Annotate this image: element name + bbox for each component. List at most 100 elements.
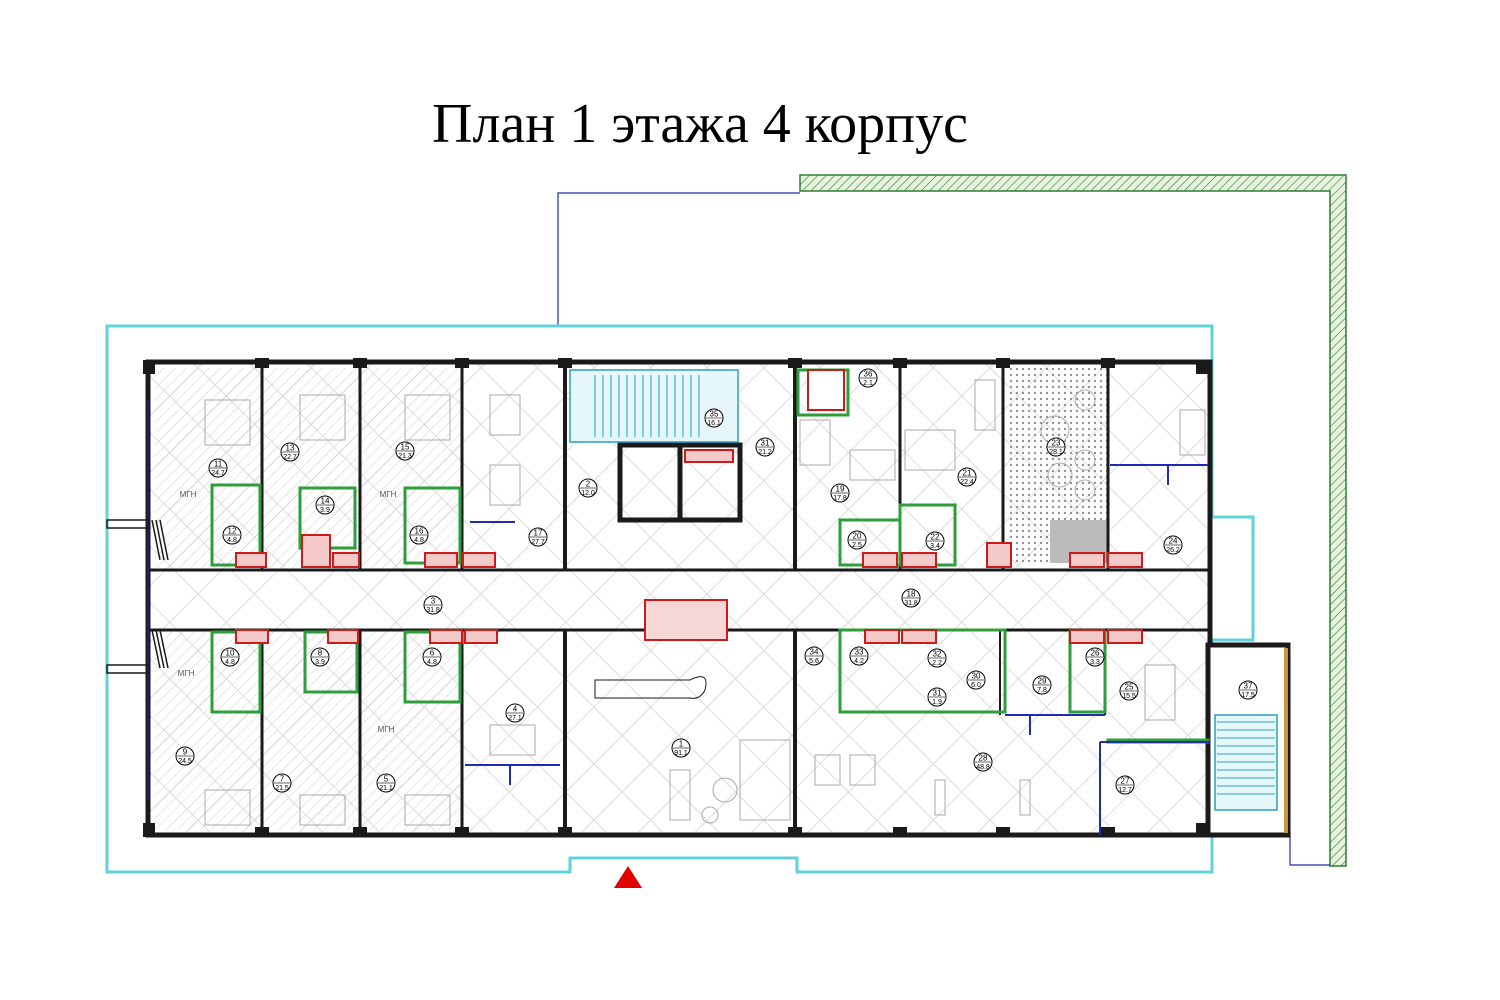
room-number: 30 [972, 672, 981, 681]
room-label: 331.8 [423, 595, 443, 615]
room-label: 521.1 [376, 773, 396, 793]
room-label: 143.9 [315, 495, 335, 515]
room-label: 721.5 [272, 773, 292, 793]
room-area: 21.2 [758, 449, 772, 456]
room-area: 2.5 [852, 542, 862, 549]
room-number: 25 [1125, 683, 1134, 692]
room-number: 31 [761, 439, 770, 448]
room-area: 24.7 [211, 470, 225, 477]
room-area: 21.3 [398, 453, 412, 460]
room-area: 1.9 [932, 699, 942, 706]
room-number: 16 [415, 527, 424, 536]
room-label: 202.5 [847, 530, 867, 550]
room-number: 35 [710, 410, 719, 419]
room-area: 16.1 [707, 420, 721, 427]
room-number: 33 [855, 648, 864, 657]
room-number: 10 [226, 649, 235, 658]
main-entrance-marker [614, 866, 642, 888]
room-area: 24.5 [178, 758, 192, 765]
room-area: 22.7 [283, 454, 297, 461]
room-label: 362.1 [858, 368, 878, 388]
room-number: 11 [214, 460, 223, 469]
room-area: 5.6 [809, 658, 819, 665]
room-area: 3.3 [1090, 659, 1100, 666]
room-number: 22 [931, 533, 940, 542]
red-fixtures [235, 369, 1143, 644]
room-area: 12.0 [581, 490, 595, 497]
site-boundary-wall [799, 174, 1347, 867]
room-number: 1 [679, 740, 684, 749]
room-area: 3.9 [320, 507, 330, 514]
mgn-labels: МГН МГН МГН МГН [178, 490, 397, 734]
room-area: 91.1 [674, 750, 688, 757]
mgn-label: МГН [180, 490, 197, 499]
room-number: 3 [431, 597, 436, 606]
room-number: 12 [228, 527, 237, 536]
room-number: 19 [836, 485, 845, 494]
room-label: 212.0 [578, 478, 598, 498]
room-area: 28.1 [1049, 449, 1063, 456]
room-area: 6.0 [971, 682, 981, 689]
room-label: 924.5 [175, 746, 195, 766]
room-area: 17.8 [833, 495, 847, 502]
room-label: 345.6 [804, 646, 824, 666]
room-number: 29 [1038, 677, 1047, 686]
room-label: 334.2 [849, 646, 869, 666]
room-area: 48.8 [976, 764, 990, 771]
room-label: 297.8 [1032, 675, 1052, 695]
room-area: 17.5 [1241, 692, 1255, 699]
mgn-label: МГН [378, 725, 395, 734]
room-number: 17 [534, 529, 543, 538]
room-number: 34 [810, 648, 819, 657]
room-number: 24 [1169, 537, 1178, 546]
radiators [106, 519, 169, 674]
room-area: 4.8 [427, 659, 437, 666]
room-number: 4 [513, 705, 518, 714]
room-area: 3.9 [315, 659, 325, 666]
room-area: 3.4 [930, 543, 940, 550]
room-label: 164.8 [409, 525, 429, 545]
room-label: 427.1 [505, 703, 525, 723]
room-label: 64.8 [422, 647, 442, 667]
room-label: 83.9 [310, 647, 330, 667]
room-number: 6 [430, 649, 435, 658]
room-area: 31.8 [426, 607, 440, 614]
room-label: 322.2 [927, 648, 947, 668]
room-label: 306.0 [966, 670, 986, 690]
room-area: 2.1 [863, 380, 873, 387]
room-area: 4.8 [227, 537, 237, 544]
room-number: 9 [183, 748, 188, 757]
room-area: 21.5 [275, 785, 289, 792]
room-label: 311.9 [927, 687, 947, 707]
room-area: 31.8 [904, 600, 918, 607]
room-number: 20 [853, 532, 862, 541]
room-label: 191.1 [671, 738, 691, 758]
room-area: 4.2 [854, 658, 864, 665]
mgn-label: МГН [178, 669, 195, 678]
room-area: 4.8 [225, 659, 235, 666]
room-number: 15 [401, 443, 410, 452]
room-area: 22.4 [960, 479, 974, 486]
room-number: 5 [384, 775, 389, 784]
room-area: 12.7 [1118, 787, 1132, 794]
room-number: 31 [933, 689, 942, 698]
blue-partitions [147, 400, 1210, 835]
room-area: 15.5 [1122, 693, 1136, 700]
side-staircase [1205, 642, 1291, 838]
room-number: 37 [1244, 682, 1253, 691]
room-number: 21 [963, 469, 972, 478]
room-number: 27 [1121, 777, 1130, 786]
room-area: 26.2 [1166, 547, 1180, 554]
